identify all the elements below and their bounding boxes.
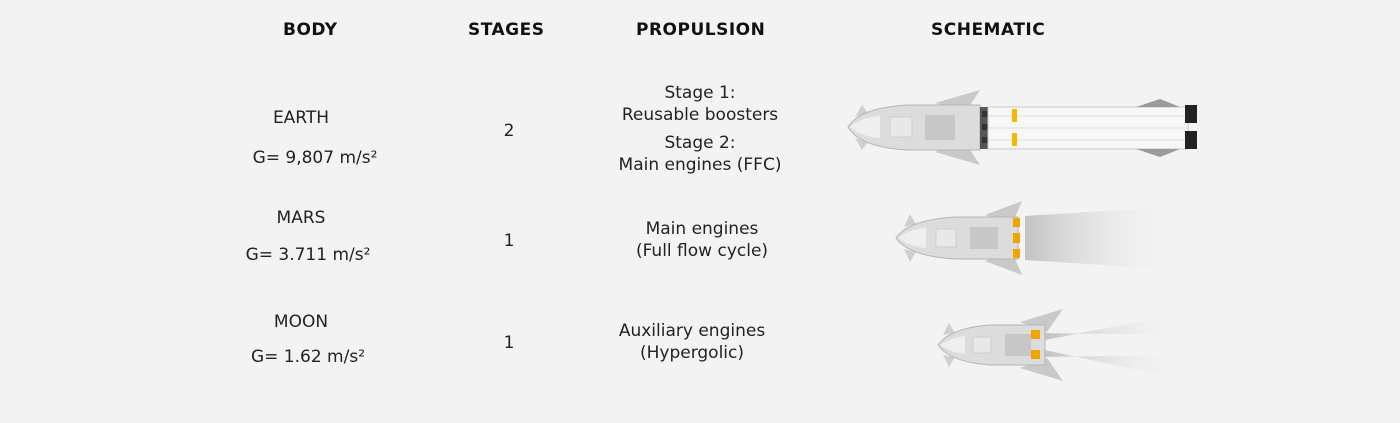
engine-icon: [1185, 131, 1197, 149]
gravity-mars: G= 3.711 m/s²: [245, 245, 371, 265]
propulsion-line: Stage 2:: [664, 133, 736, 153]
engine-icon: [1185, 105, 1197, 123]
propulsion-line: Main engines: [645, 219, 759, 239]
header-body: BODY: [283, 20, 338, 40]
engine-icon: [1031, 330, 1040, 339]
booster-band: [1012, 109, 1017, 122]
propulsion-line: (Full flow cycle): [635, 241, 769, 261]
fin-icon: [1020, 309, 1063, 332]
gravity-moon: G= 1.62 m/s²: [250, 347, 366, 367]
engine-icon: [1031, 350, 1040, 359]
header-propulsion: PROPULSION: [636, 20, 766, 40]
propulsion-line: Auxiliary engines: [618, 321, 766, 341]
header-stages: STAGES: [468, 20, 545, 40]
fin-icon: [1020, 358, 1063, 381]
engine-icon: [1013, 249, 1020, 258]
stages-earth: 2: [503, 121, 515, 141]
header-schematic: SCHEMATIC: [931, 20, 1046, 40]
body-name-moon: MOON: [273, 312, 329, 332]
propulsion-line: Reusable boosters: [621, 105, 779, 125]
propulsion-line: Stage 1:: [664, 83, 736, 103]
body-name-mars: MARS: [276, 208, 326, 228]
body-name-earth: EARTH: [272, 108, 330, 128]
engine-plume: [1040, 313, 1185, 341]
engine-icon: [1013, 218, 1020, 227]
engine-plume: [1025, 206, 1180, 270]
schematic-mars: [895, 201, 1180, 275]
propulsion-earth: Stage 1: Reusable boosters Stage 2: Main…: [590, 82, 810, 176]
stages-moon: 1: [503, 333, 515, 353]
engine-plume: [1040, 349, 1185, 380]
propulsion-moon: Auxiliary engines (Hypergolic): [582, 320, 802, 364]
schematic-earth: [847, 90, 1197, 165]
gravity-earth: G= 9,807 m/s²: [252, 148, 378, 168]
propulsion-mars: Main engines (Full flow cycle): [592, 218, 812, 262]
schematic-moon: [937, 309, 1185, 381]
propulsion-line: Main engines (FFC): [618, 155, 782, 175]
propulsion-line: (Hypergolic): [639, 343, 745, 363]
stages-mars: 1: [503, 231, 515, 251]
engine-icon: [1013, 233, 1020, 243]
